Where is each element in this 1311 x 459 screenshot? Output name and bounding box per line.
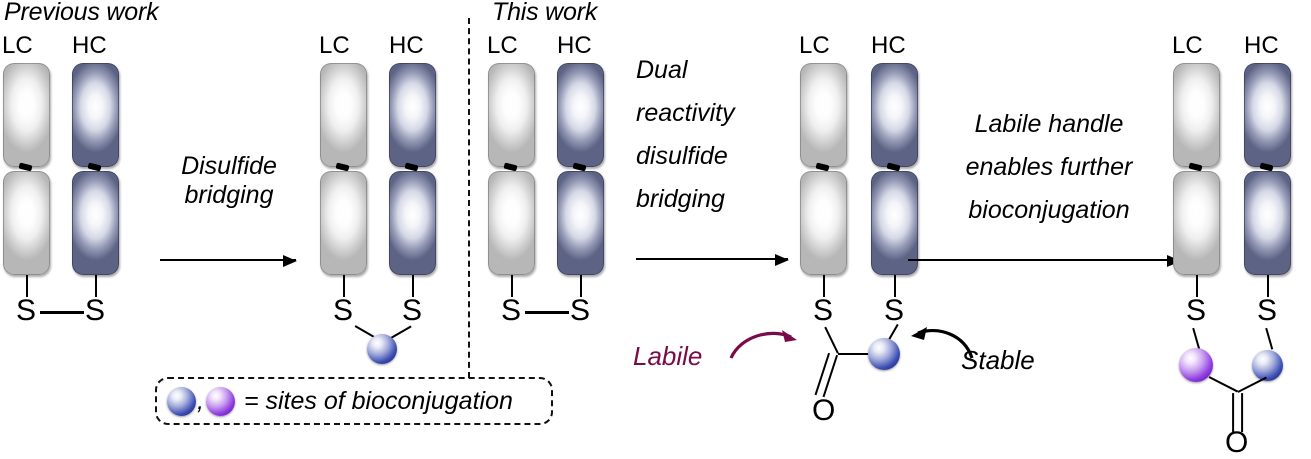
bond-sulfur-left-to-site-purple [1191,327,1201,350]
sulfur-atom-left: S [1186,294,1207,327]
light-chain-stem [823,275,825,297]
light-chain-stem [511,275,513,297]
chain-label-lc: LC [799,32,830,59]
sulfur-atom-right: S [884,294,905,327]
chain-label-hc: HC [557,32,592,59]
structure-dual-reactivity-thioester-bridge: LC HC S S O [790,32,940,432]
arrow-shaft [908,254,1181,267]
legend-label: = sites of bioconjugation [243,386,513,415]
structure-bridged-antibody-single-site: LC HC S S [310,32,455,364]
bioconjugation-site-purple [1179,348,1213,382]
heavy-chain-domain-upper [557,63,604,167]
heavy-chain-domain-lower [557,171,604,275]
stable-curved-arrow-icon [911,327,974,359]
light-chain-stem [1196,275,1198,297]
heavy-chain-domain-lower [871,171,918,275]
light-chain-stem [26,275,28,297]
legend: , = sites of bioconjugation [155,377,553,425]
chain-label-hc: HC [1244,32,1279,59]
arrow-label-line-4: bridging [636,185,725,213]
chain-label-hc: HC [389,32,424,59]
heavy-chain-stem [894,275,896,297]
legend-purple-sphere [205,386,235,416]
light-chain-domain-lower [488,171,535,275]
heavy-chain-stem [412,275,414,297]
arrow-label-line-2: enables further [965,153,1133,181]
bioconjugation-site-blue [367,334,397,364]
bond-site-purple-to-carbonyl [1208,376,1239,393]
sulfur-atom-left: S [16,294,37,327]
heavy-chain-domain-upper [1244,63,1291,167]
arrow-label-line-3: bioconjugation [968,196,1130,224]
light-chain-domain-lower [3,171,50,275]
light-chain-domain-lower [1173,171,1220,275]
disulfide-bond [40,311,84,314]
arrow-label-line-1: Disulfide [181,152,277,180]
bond-sulfur-left-to-carbonyl [823,326,839,354]
light-chain-domain-upper [800,63,847,167]
chain-label-hc: HC [871,32,906,59]
heavy-chain-domain-lower [1244,171,1291,275]
heavy-chain-stem [580,275,582,297]
legend-comma: , [197,386,204,415]
bond-carbonyl-double-outer [814,352,831,396]
labile-curved-arrow-icon [729,330,797,359]
chain-label-lc: LC [2,32,33,59]
light-chain-stem [343,275,345,297]
sulfur-atom-right: S [85,294,106,327]
oxygen-atom: O [1225,426,1249,459]
section-title-previous-work: Previous work [4,0,159,26]
sulfur-atom-left: S [333,294,354,327]
arrow-shaft [636,253,789,266]
sulfur-atom-left: S [501,294,522,327]
arrow-label-line-1: Dual [636,56,688,84]
arrow-label-line-1: Labile handle [974,110,1124,138]
chain-label-lc: LC [319,32,350,59]
chain-label-hc: HC [72,32,107,59]
light-chain-domain-lower [800,171,847,275]
bond-carbonyl-to-site-blue [1237,376,1268,394]
sulfur-atom-right: S [402,294,423,327]
arrow-label-line-3: disulfide [636,142,728,170]
bond-carbonyl-to-site-blue [838,353,871,356]
sulfur-atom-left: S [813,294,834,327]
sulfur-atom-right: S [570,294,591,327]
heavy-chain-domain-lower [389,171,436,275]
bioconjugation-site-blue [1252,350,1283,381]
arrow-label-line-2: reactivity [636,99,735,127]
reaction-arrow-further-bioconjugation: Labile handle enables further bioconjuga… [908,110,1190,280]
light-chain-domain-upper [488,63,535,167]
light-chain-domain-upper [1173,63,1220,167]
bond-sulfur-right-to-site-blue [1264,327,1274,350]
callout-stable: Stable [961,345,1035,375]
light-chain-domain-upper [320,63,367,167]
arrow-label-line-2: bridging [184,181,274,209]
sulfur-atom-right: S [1257,294,1278,327]
oxygen-atom: O [812,394,836,427]
reaction-arrow-dual-reactivity: Dual reactivity disulfide bridging [636,56,796,276]
disulfide-bond [525,311,569,314]
reaction-arrow-disulfide-bridging: Disulfide bridging [152,152,306,277]
heavy-chain-stem [1267,275,1269,297]
light-chain-domain-lower [320,171,367,275]
section-divider [468,18,470,378]
heavy-chain-domain-upper [72,63,119,167]
callout-labile: Labile [633,341,703,371]
arrow-shaft [160,254,297,267]
heavy-chain-stem [95,275,97,297]
chain-label-lc: LC [1172,32,1203,59]
heavy-chain-domain-upper [871,63,918,167]
heavy-chain-domain-upper [389,63,436,167]
section-title-this-work: This work [492,0,598,26]
legend-blue-sphere [167,386,196,416]
light-chain-domain-upper [3,63,50,167]
structure-native-disulfide-antibody-this-work: LC HC S S [485,32,625,332]
heavy-chain-domain-lower [72,171,119,275]
structure-native-disulfide-antibody: LC HC S S [0,32,140,332]
structure-further-conjugated-antibody: LC HC S S O [1160,32,1311,458]
chain-label-lc: LC [487,32,518,59]
bioconjugation-site-blue [868,338,900,370]
